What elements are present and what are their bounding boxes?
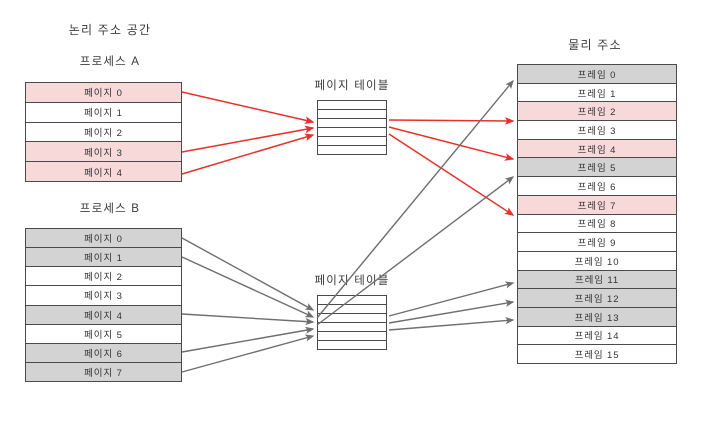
physical-frame-row: 프레임 5 xyxy=(518,158,676,178)
process-b-page-row-label: 페이지 6 xyxy=(84,348,123,360)
process-b-page-row: 페이지 2 xyxy=(26,267,181,287)
page-table-top-entry xyxy=(318,128,386,137)
process-b-memory-table: 페이지 0 페이지 1 페이지 2 페이지 3 페이지 4 페이지 5 페이지 6 페이지 7 xyxy=(25,228,182,382)
physical-frame-row: 프레임 13 xyxy=(518,307,676,327)
physical-frame-row-label: 프레임 2 xyxy=(577,107,617,119)
physical-frame-row: 프레임 3 xyxy=(518,121,676,140)
process-a-title: 프로세스 A xyxy=(79,56,141,68)
page-table-bottom-entry xyxy=(318,341,386,349)
physical-frame-row: 프레임 0 xyxy=(518,65,676,84)
page-table-top-title: 페이지 테이블 xyxy=(314,80,390,92)
process-b-page-row-label: 페이지 3 xyxy=(84,291,123,303)
physical-frame-row-label: 프레임 5 xyxy=(577,163,617,175)
physical-frame-row-label: 프레임 8 xyxy=(577,219,617,231)
physical-frame-row-label: 프레임 7 xyxy=(577,200,617,212)
process-b-page-row: 페이지 1 xyxy=(26,248,181,268)
process-b-page-row: 페이지 3 xyxy=(26,286,181,306)
page-table-bottom-entry xyxy=(318,296,386,305)
physical-frame-row-label: 프레임 0 xyxy=(577,69,617,81)
process-b-page-row: 페이지 0 xyxy=(26,229,181,249)
physical-frame-row: 프레임 10 xyxy=(518,251,676,271)
page-table-bottom-entry xyxy=(318,332,386,341)
process-b-page-row: 페이지 6 xyxy=(26,343,181,363)
physical-frame-row-label: 프레임 14 xyxy=(574,331,620,343)
page-table-bottom-entry xyxy=(318,314,386,323)
process-b-title: 프로세스 B xyxy=(79,203,141,215)
process-a-memory-table: 페이지 0 페이지 1 페이지 2 페이지 3 페이지 4 xyxy=(25,82,182,182)
physical-address-title: 물리 주소 xyxy=(568,38,622,52)
page-table-top-entry xyxy=(318,146,386,154)
process-a-page-row-label: 페이지 3 xyxy=(84,147,123,159)
physical-frame-row: 프레임 6 xyxy=(518,177,676,196)
page-table-top-entry xyxy=(318,137,386,146)
page-table-top xyxy=(317,100,387,155)
physical-frame-row-label: 프레임 13 xyxy=(574,312,620,324)
page-table-bottom-title: 페이지 테이블 xyxy=(314,275,390,287)
process-a-page-row-label: 페이지 0 xyxy=(84,88,123,100)
physical-frame-row: 프레임 12 xyxy=(518,289,676,308)
physical-frame-row: 프레임 9 xyxy=(518,233,676,252)
physical-frame-row: 프레임 2 xyxy=(518,102,676,122)
physical-memory-table: 프레임 0 프레임 1 프레임 2 프레임 3 프레임 4 프레임 5 프레임 6 프레임 7… xyxy=(517,64,677,364)
page-table-top-entry xyxy=(318,119,386,128)
physical-frame-row-label: 프레임 3 xyxy=(577,125,617,137)
process-a-page-row-label: 페이지 2 xyxy=(84,127,123,139)
physical-frame-row-label: 프레임 11 xyxy=(574,275,620,287)
physical-frame-row: 프레임 8 xyxy=(518,214,676,234)
physical-frame-row-label: 프레임 15 xyxy=(574,350,620,362)
page-table-bottom-entry xyxy=(318,323,386,332)
physical-frame-row-label: 프레임 9 xyxy=(577,238,617,250)
process-a-page-row: 페이지 4 xyxy=(26,162,181,181)
physical-frame-row-label: 프레임 10 xyxy=(574,256,620,268)
process-b-page-row: 페이지 4 xyxy=(26,305,181,325)
process-a-page-row: 페이지 3 xyxy=(26,142,181,163)
logical-address-space-title: 논리 주소 공간 xyxy=(68,23,152,37)
process-b-page-row-label: 페이지 1 xyxy=(84,253,123,265)
process-b-page-row-label: 페이지 4 xyxy=(84,310,123,322)
process-b-page-row-label: 페이지 0 xyxy=(84,234,123,246)
process-b-page-row-label: 페이지 7 xyxy=(84,367,123,379)
process-b-page-row-label: 페이지 2 xyxy=(84,272,123,284)
physical-frame-row: 프레임 1 xyxy=(518,83,676,103)
physical-frame-row-label: 프레임 4 xyxy=(577,144,617,156)
process-b-to-page-table-arrows xyxy=(181,237,315,373)
physical-frame-row: 프레임 4 xyxy=(518,139,676,159)
page-table-bottom xyxy=(317,295,387,350)
physical-frame-row: 프레임 14 xyxy=(518,326,676,346)
page-table-bottom-entry xyxy=(318,305,386,314)
process-a-page-row-label: 페이지 4 xyxy=(84,167,123,179)
process-a-page-row: 페이지 1 xyxy=(26,102,181,123)
process-a-page-row: 페이지 2 xyxy=(26,122,181,143)
process-b-page-row: 페이지 5 xyxy=(26,324,181,344)
process-b-page-row-label: 페이지 5 xyxy=(84,329,123,341)
physical-frame-row-label: 프레임 6 xyxy=(577,181,617,193)
page-table-to-physical-red-arrows xyxy=(388,117,515,216)
physical-frame-row-label: 프레임 1 xyxy=(577,88,617,100)
physical-frame-row: 프레임 11 xyxy=(518,270,676,290)
physical-frame-row-label: 프레임 12 xyxy=(574,294,620,306)
physical-frame-row: 프레임 7 xyxy=(518,195,676,215)
process-b-page-row: 페이지 7 xyxy=(26,362,181,381)
process-a-page-row: 페이지 0 xyxy=(26,83,181,103)
page-table-top-entry xyxy=(318,110,386,119)
physical-frame-row: 프레임 15 xyxy=(518,345,676,363)
process-a-page-row-label: 페이지 1 xyxy=(84,108,123,120)
page-table-top-entry xyxy=(318,101,386,110)
process-a-to-page-table-arrows xyxy=(181,91,315,175)
